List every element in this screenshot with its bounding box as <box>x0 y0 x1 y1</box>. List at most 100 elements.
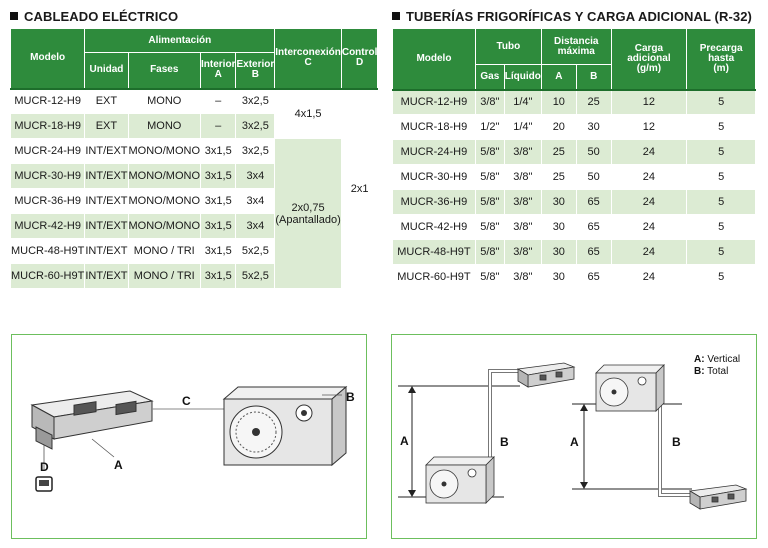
cell-exterior: 3x4 <box>235 163 276 189</box>
col-gas: Gas <box>474 64 505 91</box>
cell-liquido: 3/8" <box>503 189 542 215</box>
precarga-label-2: hasta <box>708 52 735 64</box>
cell-fases: MONO / TRI <box>127 238 202 264</box>
cell-modelo: MUCR-36-H9 <box>9 188 86 214</box>
cell-precarga: 5 <box>686 114 756 140</box>
piping-diagram-box: A: Vertical B: Total A B <box>391 334 757 539</box>
outdoor-unit-icon <box>425 456 495 504</box>
cell-exterior: 3x2,5 <box>235 113 276 139</box>
col-alimentacion: Alimentación <box>84 28 276 53</box>
precarga-label: Precarga <box>699 42 743 54</box>
arrow-down-icon <box>408 490 416 497</box>
legend-a-key: A: <box>694 354 705 365</box>
cell-precarga: 5 <box>686 264 756 290</box>
carga-label: Carga <box>634 42 664 54</box>
distancia-label: Distancia <box>554 35 599 47</box>
cell-unidad: INT/EXT <box>84 263 129 289</box>
cell-exterior: 3x4 <box>235 213 276 239</box>
table-row: MUCR-30-H9 5/8" 3/8" 25 50 24 5 <box>392 164 756 190</box>
label-c: C <box>182 394 191 408</box>
cell-modelo: MUCR-24-H9 <box>392 139 476 165</box>
cell-liquido: 3/8" <box>503 239 542 265</box>
cell-carga: 24 <box>610 214 688 240</box>
precarga-label-3: (m) <box>713 62 729 74</box>
cell-modelo: MUCR-30-H9 <box>9 163 86 189</box>
cell-a: 30 <box>540 189 577 215</box>
exterior-label: Exterior <box>236 59 275 71</box>
cell-modelo: MUCR-12-H9 <box>392 89 476 115</box>
piping-title-text: TUBERÍAS FRIGORÍFICAS Y CARGA ADICIONAL … <box>406 9 752 24</box>
legend-vertical: A: Vertical <box>694 354 740 365</box>
exterior-sub: B <box>251 69 259 81</box>
cell-gas: 5/8" <box>474 239 505 265</box>
bullet-square-icon <box>392 12 400 20</box>
interconexion-2-value: 2x0,75 <box>291 201 325 214</box>
cell-fases: MONO <box>127 88 202 114</box>
cell-gas: 5/8" <box>474 189 505 215</box>
label-b: B <box>346 390 355 404</box>
wiring-diagram: C A B D <box>30 385 355 492</box>
bullet-square-icon <box>10 12 18 20</box>
cell-b: 50 <box>575 139 612 165</box>
table-row: MUCR-12-H9 EXT MONO – 3x2,5 4x1,5 2x1 <box>9 88 379 289</box>
cell-modelo: MUCR-12-H9 <box>9 88 86 114</box>
cell-unidad: INT/EXT <box>84 188 129 214</box>
cell-unidad: INT/EXT <box>84 138 129 164</box>
cell-gas: 5/8" <box>474 264 505 290</box>
carga-label-2: adicional <box>627 52 671 64</box>
cell-modelo: MUCR-24-H9 <box>9 138 86 164</box>
cell-fases: MONO/MONO <box>127 163 202 189</box>
cell-carga: 24 <box>610 264 688 290</box>
outdoor-unit-icon <box>222 385 348 467</box>
cell-modelo: MUCR-18-H9 <box>9 113 86 139</box>
cell-interconexion-2: 2x0,75(Apantallado) <box>274 138 342 289</box>
interconexion-sub: C <box>304 57 312 69</box>
cell-carga: 12 <box>610 114 688 140</box>
cell-interior: 3x1,5 <box>200 138 237 164</box>
arrow-down-icon <box>580 482 588 489</box>
table-row: MUCR-48-H9T INT/EXT MONO / TRI 3x1,5 5x2… <box>9 238 378 264</box>
cell-modelo: MUCR-36-H9 <box>392 189 476 215</box>
table-row: MUCR-36-H9 INT/EXT MONO/MONO 3x1,5 3x4 <box>9 188 378 214</box>
cell-interior: 3x1,5 <box>200 238 237 264</box>
pipe-route-right-inner <box>659 395 692 496</box>
cell-liquido: 1/4" <box>503 89 542 115</box>
cell-carga: 24 <box>610 164 688 190</box>
cell-modelo: MUCR-48-H9T <box>392 239 476 265</box>
arrow-up-icon <box>580 404 588 411</box>
col-b: B <box>575 64 612 91</box>
cell-b: 65 <box>575 239 612 265</box>
indoor-duct-unit-icon <box>688 484 748 510</box>
cell-precarga: 5 <box>686 139 756 165</box>
legend-b-key: B: <box>694 366 705 377</box>
legend-a-value: Vertical <box>707 354 740 365</box>
carga-label-3: (g/m) <box>636 62 662 74</box>
cell-modelo: MUCR-48-H9T <box>9 238 86 264</box>
cell-unidad: INT/EXT <box>84 238 129 264</box>
col-fases: Fases <box>127 52 202 90</box>
indoor-duct-unit-icon <box>30 390 154 450</box>
cell-interior: 3x1,5 <box>200 163 237 189</box>
label-a-left: A <box>400 434 409 448</box>
control-label: Control <box>341 47 378 59</box>
cell-unidad: EXT <box>84 113 129 139</box>
label-b-left: B <box>500 435 509 449</box>
cell-exterior: 3x4 <box>235 188 276 214</box>
table-row: MUCR-12-H9 3/8" 1/4" 10 25 12 5 <box>392 89 756 115</box>
cell-interior: 3x1,5 <box>200 213 237 239</box>
col-modelo: Modelo <box>392 28 476 91</box>
table-row: MUCR-18-H9 1/2" 1/4" 20 30 12 5 <box>392 114 756 140</box>
cell-b: 50 <box>575 164 612 190</box>
cell-gas: 5/8" <box>474 139 505 165</box>
col-liquido: Líquido <box>503 64 542 91</box>
cell-a: 30 <box>540 214 577 240</box>
table-row: MUCR-60-H9T 5/8" 3/8" 30 65 24 5 <box>392 264 756 290</box>
cell-modelo: MUCR-18-H9 <box>392 114 476 140</box>
piping-diagram: A: Vertical B: Total A B <box>398 354 748 510</box>
